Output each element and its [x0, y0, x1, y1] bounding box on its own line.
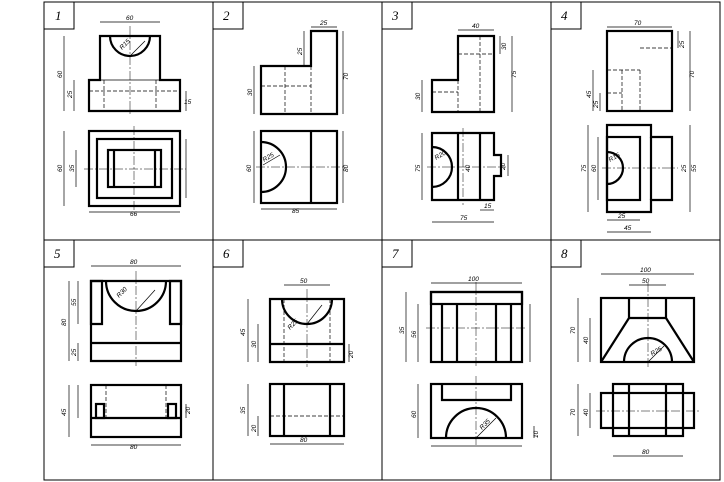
drawing-4-dim-step: 25	[679, 40, 686, 49]
drawing-1-dim-width: 60	[126, 15, 134, 22]
drawing-5-dim-radius: R30	[115, 286, 129, 300]
cell-3-number: 3	[391, 8, 399, 23]
drawing-6-dim-low: 20	[251, 424, 258, 433]
drawing-1-dim-inner-depth: 35	[69, 164, 76, 172]
cell-4-number: 4	[561, 8, 568, 23]
drawing-4-dim-right: 55	[691, 164, 698, 172]
cell-1-frame	[43, 1, 214, 241]
drawing-4-dim-mid: 45	[586, 90, 593, 98]
cell-7-number: 7	[392, 246, 399, 261]
drawing-5-dim-depth: 45	[61, 408, 68, 416]
drawing-5-dim-length: 80	[130, 444, 138, 451]
drawing-4-dim-radius: R15	[608, 152, 622, 164]
drawing-2-dim-top: 25	[319, 20, 328, 27]
drawing-6-dim-base: 20	[348, 350, 355, 359]
drawing-2-dim-depth: 60	[246, 164, 253, 172]
drawing-1-dim-depth: 60	[57, 164, 64, 172]
drawing-7-dim-height: 35	[399, 326, 406, 334]
cell-5-number: 5	[54, 246, 61, 261]
drawing-8: 100 50 70 40 R25 70 40 80	[570, 267, 700, 457]
drawing-4-dim-length: 45	[624, 225, 632, 232]
cell-7-frame	[381, 239, 552, 481]
cell-2-number: 2	[223, 8, 230, 23]
drawing-2: 25 25 70 30 R25 60 80 85	[246, 20, 350, 215]
drawing-8-dim-radius: R25	[650, 346, 664, 358]
drawing-3-dim-height: 75	[511, 70, 518, 78]
drawing-4-dim-inner: 60	[591, 164, 598, 172]
drawing-5-dim-width: 80	[130, 259, 138, 266]
drawing-6-dim-inner: 30	[251, 340, 258, 348]
drawing-5-dim-height: 80	[61, 318, 68, 326]
drawing-6-dim-depth: 35	[240, 406, 247, 414]
drawing-6-dim-radius: R25	[286, 318, 300, 332]
drawing-2-dim-length: 85	[292, 208, 300, 215]
drawing-1-dim-length: 66	[130, 211, 138, 218]
drawing-8-dim-length: 80	[642, 449, 650, 456]
cell-2-frame	[212, 1, 383, 241]
drawing-5-dim-slot: 55	[71, 298, 78, 306]
drawing-2-dim-height: 70	[343, 72, 350, 80]
drawing-6-dim-length: 80	[300, 437, 308, 444]
cell-6-number: 6	[223, 246, 230, 261]
drawing-4-dim-height: 70	[689, 70, 696, 78]
drawing-3-dim-low: 30	[415, 92, 422, 100]
cell-4-frame	[550, 1, 721, 241]
drawing-8-dim-width: 100	[640, 267, 651, 274]
drawing-8-dim-inner: 40	[583, 336, 590, 344]
drawing-1-dim-base: 25	[67, 90, 74, 99]
drawing-4-dim-top: 70	[634, 20, 642, 27]
cell-8-frame	[550, 239, 721, 481]
drawing-8-dim-height: 70	[570, 326, 577, 334]
drawing-7-dim-inner: 56	[411, 330, 418, 338]
drawing-5: 80 R30 55 80 25 45 20 80	[61, 259, 192, 451]
drawing-3: 40 30 75 30 R20 40 20 75 75 15	[415, 23, 518, 223]
cell-8-number: 8	[561, 246, 568, 261]
drawing-3-dim-top: 40	[472, 23, 480, 30]
drawing-1: 60 R15 60 25 15 60 35 66	[57, 15, 192, 218]
drawing-2-dim-step: 25	[297, 47, 304, 56]
drawing-2-dim-depth-right: 80	[343, 164, 350, 172]
drawing-7-dim-width: 100	[468, 276, 479, 283]
drawing-6-dim-slot: 50	[300, 278, 308, 285]
drawing-8-dim-inner-depth: 40	[583, 408, 590, 416]
drawing-8-dim-top: 50	[642, 278, 650, 285]
drawing-3-dim-small: 15	[484, 203, 492, 210]
drawing-2-dim-low: 30	[247, 88, 254, 96]
drawing-3-dim-inner: 40	[465, 164, 472, 172]
drawing-3-dim-length: 75	[460, 215, 468, 222]
drawing-4: 70 25 70 45 25 R15 75 60 25 55 25 45	[581, 20, 698, 233]
drawing-4-dim-boss: 25	[681, 164, 688, 173]
drawing-6: 50 R25 45 30 20 35 20 80	[240, 278, 355, 445]
drawing-4-dim-low: 25	[593, 100, 600, 109]
drawing-1-dim-step: 15	[184, 99, 192, 106]
drawing-8-dim-depth: 70	[570, 408, 577, 416]
drawing-4-dim-depth: 75	[581, 164, 588, 172]
drawing-1-dim-height: 60	[57, 70, 64, 78]
drawing-5-dim-base: 25	[71, 348, 78, 357]
drawing-3-dim-boss: 20	[500, 162, 507, 171]
cell-frames	[43, 1, 721, 481]
drawing-3-dim-depth: 75	[415, 164, 422, 172]
cell-3-frame	[381, 1, 552, 241]
drawing-6-dim-height: 45	[240, 328, 247, 336]
drawing-7-dim-small: 10	[533, 430, 540, 438]
drawing-3-dim-step: 30	[501, 42, 508, 50]
cell-1-number: 1	[55, 8, 62, 23]
drawing-7-dim-radius: R35	[478, 418, 492, 432]
cell-number-tabs: 1 2 3 4 5 6 7 8	[43, 1, 582, 268]
drawing-7-dim-depth: 60	[411, 410, 418, 418]
drawing-7: 100 56 35 60 R35 10	[399, 276, 540, 447]
drawing-4-dim-sub: 25	[617, 213, 626, 220]
drawing-5-dim-slot-depth: 20	[185, 406, 192, 415]
